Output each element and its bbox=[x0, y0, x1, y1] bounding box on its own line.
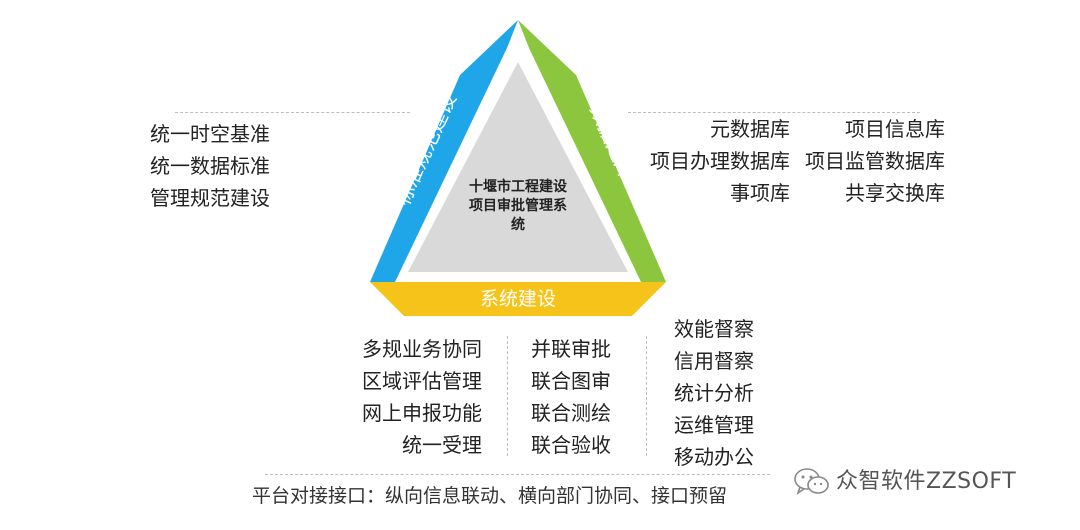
center-triangle bbox=[408, 62, 628, 272]
watermark-text: 众智软件ZZSOFT bbox=[836, 469, 1017, 494]
list-item: 统计分析 bbox=[674, 381, 754, 405]
list-item: 移动办公 bbox=[674, 445, 754, 469]
list-item: 元数据库 bbox=[710, 117, 790, 141]
list-item: 管理规范建设 bbox=[150, 186, 270, 210]
list-item: 运维管理 bbox=[674, 413, 754, 437]
bottom-divider bbox=[265, 474, 770, 475]
left-divider bbox=[175, 112, 410, 113]
list-item: 统一时空基准 bbox=[150, 122, 270, 146]
list-item: 项目监管数据库 bbox=[805, 149, 945, 173]
list-item: 并联审批 bbox=[531, 337, 611, 361]
center-title-line1: 十堰市工程建设 bbox=[469, 178, 568, 195]
side-bottom-label: 系统建设 bbox=[480, 288, 556, 310]
list-item: 区域评估管理 bbox=[362, 369, 482, 393]
right-divider bbox=[628, 112, 920, 113]
right-band bbox=[518, 20, 666, 282]
list-item: 统一受理 bbox=[402, 433, 482, 457]
bottom-list-col1: 多规业务协同 区域评估管理 网上申报功能 统一受理 bbox=[340, 337, 482, 465]
center-title-line3: 统 bbox=[511, 216, 525, 233]
center-title-line2: 项目审批管理系 bbox=[469, 197, 567, 214]
bottom-col-divider-2 bbox=[646, 336, 647, 456]
list-item: 项目办理数据库 bbox=[650, 149, 790, 173]
list-item: 事项库 bbox=[730, 181, 790, 205]
list-item: 多规业务协同 bbox=[362, 337, 482, 361]
wechat-icon bbox=[794, 468, 829, 495]
list-item: 效能督察 bbox=[674, 317, 754, 341]
right-list-col2: 项目信息库 项目监管数据库 共享交换库 bbox=[790, 117, 945, 213]
bottom-list-col3: 效能督察 信用督察 统计分析 运维管理 移动办公 bbox=[674, 317, 754, 477]
right-list-col1: 元数据库 项目办理数据库 事项库 bbox=[630, 117, 790, 213]
bottom-col-divider-1 bbox=[507, 336, 508, 456]
list-item: 统一数据标准 bbox=[150, 154, 270, 178]
list-item: 联合测绘 bbox=[531, 401, 611, 425]
bottom-band bbox=[370, 282, 666, 316]
list-item: 联合验收 bbox=[531, 433, 611, 457]
left-band bbox=[370, 20, 518, 282]
list-item: 信用督察 bbox=[674, 349, 754, 373]
list-item: 联合图审 bbox=[531, 369, 611, 393]
bottom-list-col2: 并联审批 联合图审 联合测绘 联合验收 bbox=[531, 337, 611, 465]
list-item: 网上申报功能 bbox=[362, 401, 482, 425]
list-item: 共享交换库 bbox=[845, 181, 945, 205]
left-list: 统一时空基准 统一数据标准 管理规范建设 bbox=[150, 122, 270, 218]
list-item: 项目信息库 bbox=[845, 117, 945, 141]
footer-text: 平台对接接口：纵向信息联动、横向部门协同、接口预留 bbox=[252, 485, 728, 507]
